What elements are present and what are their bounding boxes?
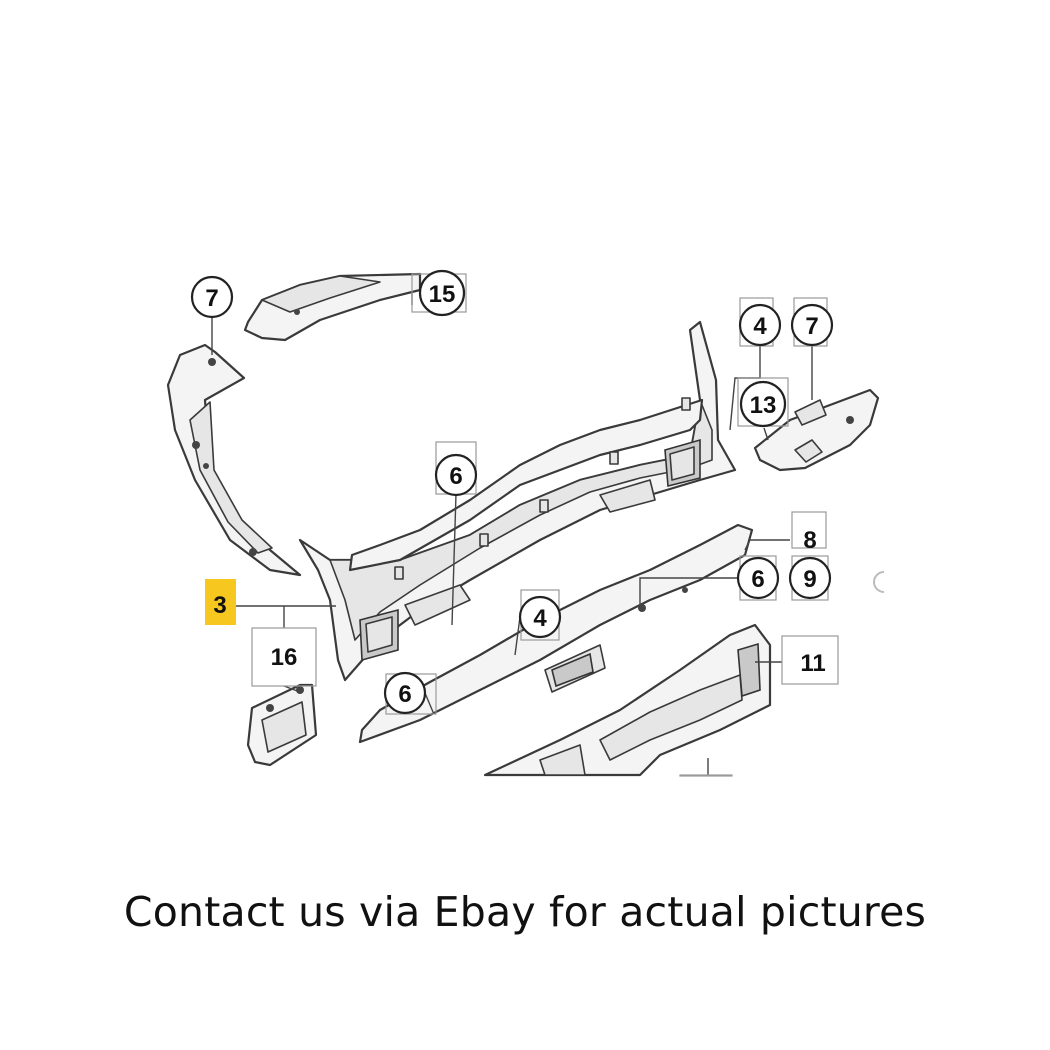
callout-16: 16 <box>271 644 298 671</box>
callout-9: 9 <box>788 556 832 600</box>
sill-strip <box>358 523 754 744</box>
callout-label: 15 <box>429 281 456 308</box>
callout-label: 6 <box>751 566 764 593</box>
callout-6-lower: 6 <box>383 671 427 715</box>
callout-label: 4 <box>533 605 547 632</box>
callout-label: 7 <box>805 313 818 340</box>
leader-lines <box>211 292 813 775</box>
callout-4-lower: 4 <box>518 595 562 639</box>
callout-4-top-right: 4 <box>738 303 782 347</box>
top-cover-part <box>243 272 422 342</box>
callout-label: 6 <box>398 681 411 708</box>
callout-8: 8 <box>803 527 816 554</box>
highlight-box-3 <box>205 579 236 625</box>
callout-6-center: 6 <box>434 453 478 497</box>
tailgate-trim-main <box>298 320 737 682</box>
small-cover-part <box>246 683 318 767</box>
callout-label: 4 <box>753 313 767 340</box>
callout-label: 11 <box>800 650 825 677</box>
callout-15: 15 <box>418 269 466 317</box>
callout-label: 9 <box>803 566 816 593</box>
caption-text: Contact us via Ebay for actual pictures <box>123 888 927 936</box>
callout-3: 3 <box>213 592 226 619</box>
partial-callout-edge <box>873 571 885 593</box>
callout-label: 6 <box>449 463 462 490</box>
callout-7-top-left: 7 <box>190 275 234 319</box>
callout-13: 13 <box>739 380 787 428</box>
lower-panel <box>483 623 772 777</box>
callout-11: 11 <box>800 650 825 677</box>
callout-6-right: 6 <box>736 556 780 600</box>
callout-label: 8 <box>803 527 816 554</box>
left-pillar-trim <box>166 343 302 577</box>
callout-label: 16 <box>271 644 298 671</box>
right-latch-part <box>753 388 880 472</box>
callout-label: 13 <box>750 392 777 419</box>
callout-label: 7 <box>205 285 218 312</box>
callout-label: 3 <box>213 592 226 619</box>
callout-7-top-right: 7 <box>790 303 834 347</box>
